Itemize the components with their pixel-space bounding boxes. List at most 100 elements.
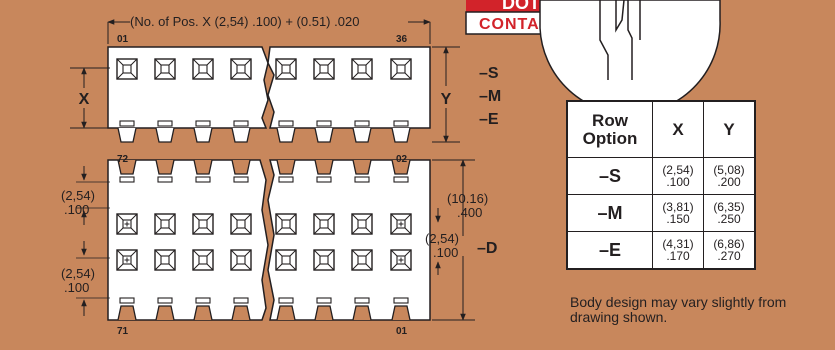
pin-number-72: 72	[117, 154, 129, 165]
contact-cell	[154, 58, 176, 80]
contact-cell	[192, 58, 214, 80]
pin-tab	[314, 120, 334, 143]
pitch-dim-a-metric: (2,54)	[61, 188, 95, 203]
x-label: X	[79, 91, 90, 108]
pitch-dim-b-metric: (2,54)	[61, 266, 95, 281]
pin-tab	[155, 297, 175, 321]
contact-cell	[275, 58, 297, 80]
width-dim-metric: (10.16)	[447, 191, 488, 206]
top-connector-body	[107, 46, 431, 143]
pin-tab	[231, 120, 251, 143]
x-value-cell: (3,81).150	[652, 194, 704, 232]
contact-cell	[116, 249, 138, 271]
x-value-cell: (4,31).170	[652, 231, 704, 270]
contact-cell	[275, 213, 297, 235]
contact-cell	[154, 213, 176, 235]
pitch-dim-c-inch: .100	[433, 245, 458, 260]
table-header-row: Row Option X Y	[566, 100, 756, 158]
y-inch: .250	[717, 212, 741, 226]
contact-cell	[116, 213, 138, 235]
y-value-cell: (6,86).270	[703, 231, 756, 270]
contact-cell	[390, 249, 412, 271]
pin-number-36-top: 36	[396, 34, 408, 45]
y-label: Y	[441, 91, 452, 108]
x-metric: (2,54)	[662, 163, 694, 177]
y-inch: .200	[717, 175, 741, 189]
header-row-option: Row Option	[566, 100, 653, 158]
contact-cell	[116, 58, 138, 80]
contact-cell	[275, 249, 297, 271]
pin-tab	[193, 297, 213, 321]
y-dimension-line	[432, 46, 460, 143]
contact-cell	[390, 213, 412, 235]
contact-cell	[351, 58, 373, 80]
x-dimension-line	[70, 67, 110, 129]
contact-cell	[154, 249, 176, 271]
pin-number-01-bottom: 01	[396, 326, 408, 337]
contact-cell	[230, 213, 252, 235]
contact-cell	[230, 249, 252, 271]
y-value-cell: (6,35).250	[703, 194, 756, 232]
pin-tab	[276, 297, 296, 321]
pin-tab	[155, 120, 175, 143]
suffix-m: –M	[479, 88, 501, 105]
table-row: –E (4,31).170 (6,86).270	[566, 231, 756, 270]
pin-tab	[193, 120, 213, 143]
row-option-cell: –S	[566, 157, 653, 195]
body-design-note: Body design may vary slightly from drawi…	[570, 294, 787, 325]
pin-number-71: 71	[117, 326, 129, 337]
pin-tab	[276, 120, 296, 143]
pin-tab	[155, 159, 175, 183]
x-metric: (4,31)	[662, 237, 694, 251]
header-x: X	[652, 100, 704, 158]
width-dim-inch: .400	[457, 205, 482, 220]
pin-tab	[117, 159, 137, 183]
pin-tab	[352, 159, 372, 183]
pin-tab	[117, 297, 137, 321]
y-metric: (6,35)	[713, 200, 745, 214]
row-option-cell: –M	[566, 194, 653, 232]
pin-tab	[231, 297, 251, 321]
header-y: Y	[703, 100, 756, 158]
pin-number-01-top: 01	[117, 34, 129, 45]
row-option-cell: –E	[566, 231, 653, 270]
table-row: –M (3,81).150 (6,35).250	[566, 194, 756, 232]
suffix-e: –E	[479, 111, 499, 128]
y-metric: (6,86)	[713, 237, 745, 251]
contact-cell	[313, 58, 335, 80]
contact-cell	[192, 249, 214, 271]
pin-tab	[117, 120, 137, 143]
pin-tab	[352, 297, 372, 321]
bottom-connector-body	[107, 159, 431, 321]
contact-cell	[351, 249, 373, 271]
contact-cell	[313, 213, 335, 235]
x-metric: (3,81)	[662, 200, 694, 214]
table-row: –S (2,54).100 (5,08).200	[566, 157, 756, 195]
contact-cell	[230, 58, 252, 80]
pin-number-02: 02	[396, 154, 408, 165]
y-inch: .270	[717, 249, 741, 263]
right-height-dimensions	[432, 159, 475, 321]
contact-cell	[192, 213, 214, 235]
pitch-dim-b-inch: .100	[64, 280, 89, 295]
contact-cell	[351, 213, 373, 235]
pin-tab	[314, 297, 334, 321]
top-dimension-text: (No. of Pos. X (2,54) .100) + (0.51) .02…	[130, 14, 359, 29]
pin-tab	[314, 159, 334, 183]
suffix-d: –D	[477, 240, 497, 257]
contact-cell	[313, 249, 335, 271]
pin-tab	[276, 159, 296, 183]
left-pitch-dimensions	[76, 166, 110, 316]
badge-top-text: DOT	[502, 0, 540, 13]
contact-cell	[390, 58, 412, 80]
suffix-s: –S	[479, 65, 499, 82]
y-metric: (5,08)	[713, 163, 745, 177]
row-option-table: Row Option X Y –S (2,54).100 (5,08).200 …	[566, 100, 756, 270]
x-inch: .100	[666, 175, 690, 189]
top-dimension-line	[107, 19, 431, 44]
pitch-dim-c-metric: (2,54)	[425, 231, 459, 246]
pin-tab	[391, 297, 411, 321]
pin-tab	[193, 159, 213, 183]
y-value-cell: (5,08).200	[703, 157, 756, 195]
